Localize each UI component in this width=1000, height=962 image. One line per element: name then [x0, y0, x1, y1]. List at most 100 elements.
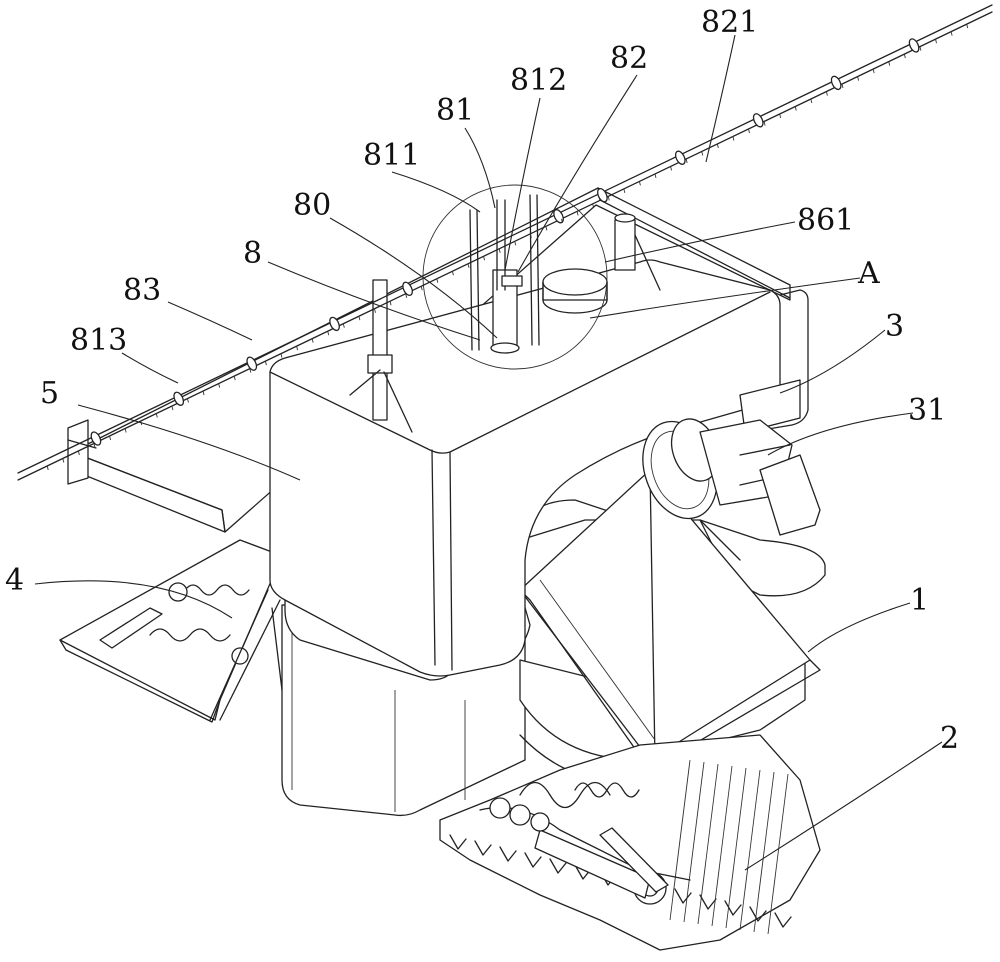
spray-nozzle: [810, 98, 813, 104]
track-tooth: [724, 900, 742, 916]
track-tooth: [449, 834, 467, 850]
spray-nozzle: [467, 263, 470, 268]
track-tooth: [524, 852, 542, 868]
spray-nozzle: [46, 465, 49, 471]
label-81: 81: [436, 93, 474, 128]
spray-nozzle: [841, 83, 844, 89]
spray-nozzle: [187, 398, 189, 403]
track-link: [683, 761, 705, 923]
boom-coupling: [830, 75, 842, 91]
label-4: 4: [5, 563, 24, 598]
track-link: [725, 767, 747, 929]
spray-nozzle: [296, 346, 299, 351]
track-tooth: [549, 858, 567, 874]
spray-nozzle: [451, 271, 454, 276]
spray-nozzle: [763, 121, 766, 126]
label-811: 811: [363, 138, 420, 173]
boom-coupling: [90, 431, 102, 446]
spray-nozzle: [327, 331, 330, 336]
spray-nozzle: [638, 181, 641, 186]
spray-nozzle: [233, 375, 236, 381]
spray-nozzle: [888, 61, 891, 66]
crawler-track: [439, 734, 821, 951]
spray-nozzle: [171, 405, 174, 411]
spray-nozzle: [342, 323, 345, 328]
spray-boom: [17, 4, 993, 481]
spray-nozzle: [311, 338, 314, 343]
spray-nozzle: [249, 368, 252, 373]
boom-coupling: [752, 113, 764, 128]
spray-nozzle: [623, 188, 626, 194]
label-861: 861: [797, 203, 854, 238]
spray-nozzle: [202, 390, 205, 396]
spray-nozzle: [218, 383, 221, 388]
spray-nozzle: [825, 91, 828, 96]
feeding-tray: [59, 539, 283, 723]
spray-nozzle: [935, 39, 937, 44]
spray-nozzle: [732, 136, 735, 141]
spray-nozzle: [405, 293, 408, 298]
boom-coupling: [402, 281, 413, 296]
spray-nozzle: [654, 173, 657, 179]
gear-drive: [642, 418, 821, 536]
spray-nozzle: [514, 241, 517, 246]
track-tooth: [499, 846, 517, 862]
track-tooth: [474, 840, 492, 856]
label-31: 31: [908, 393, 946, 428]
label-80: 80: [293, 188, 331, 223]
main-frame: [269, 259, 809, 681]
boom-coupling: [246, 356, 258, 371]
spray-nozzle: [483, 256, 486, 261]
spray-nozzle: [109, 435, 111, 441]
track-link: [669, 759, 691, 921]
spray-nozzle: [685, 158, 688, 164]
spray-nozzle: [748, 128, 750, 134]
track-link: [739, 769, 761, 931]
spray-nozzle: [592, 203, 595, 208]
spray-nozzle: [264, 361, 267, 366]
track-link: [697, 763, 719, 925]
spray-nozzle: [966, 24, 969, 29]
boom-coupling: [173, 391, 185, 406]
label-821: 821: [701, 5, 758, 40]
spray-nozzle: [716, 143, 719, 149]
spray-nozzle: [155, 413, 158, 418]
spray-nozzle: [794, 106, 797, 111]
spray-nozzle: [529, 233, 532, 238]
track-link: [711, 765, 733, 927]
label-82: 82: [610, 41, 648, 76]
spray-nozzle: [872, 68, 875, 74]
boom-coupling: [597, 188, 608, 203]
spray-nozzle: [607, 196, 610, 201]
spray-nozzle: [93, 443, 96, 448]
spray-nozzle: [545, 226, 548, 231]
spray-nozzle: [436, 278, 439, 283]
leader-lines: [34, 34, 943, 871]
label-A: A: [857, 256, 880, 291]
track-link: [767, 773, 789, 935]
spray-nozzle: [561, 218, 563, 223]
top-fittings: [349, 184, 661, 433]
boom-coupling: [674, 150, 686, 165]
label-83: 83: [123, 273, 161, 308]
spray-nozzle: [670, 166, 673, 171]
track-link: [753, 771, 775, 933]
label-812: 812: [510, 63, 567, 98]
label-5: 5: [40, 376, 59, 411]
track-tooth: [749, 906, 767, 922]
label-3: 3: [885, 309, 904, 344]
spray-nozzle: [280, 353, 283, 358]
label-2: 2: [940, 721, 959, 756]
label-1: 1: [910, 583, 929, 618]
spray-nozzle: [389, 301, 392, 306]
spray-nozzle: [374, 308, 376, 313]
spray-nozzle: [420, 286, 423, 291]
spray-nozzle: [903, 54, 906, 59]
label-813: 813: [70, 323, 127, 358]
spray-nozzle: [62, 458, 65, 463]
reference-numerals: 821 82 812 81 811 80 861 8 A 83 3 813 31…: [5, 5, 959, 756]
spray-nozzle: [358, 316, 361, 321]
boom-coupling: [908, 38, 920, 53]
boom-coupling: [553, 209, 564, 224]
